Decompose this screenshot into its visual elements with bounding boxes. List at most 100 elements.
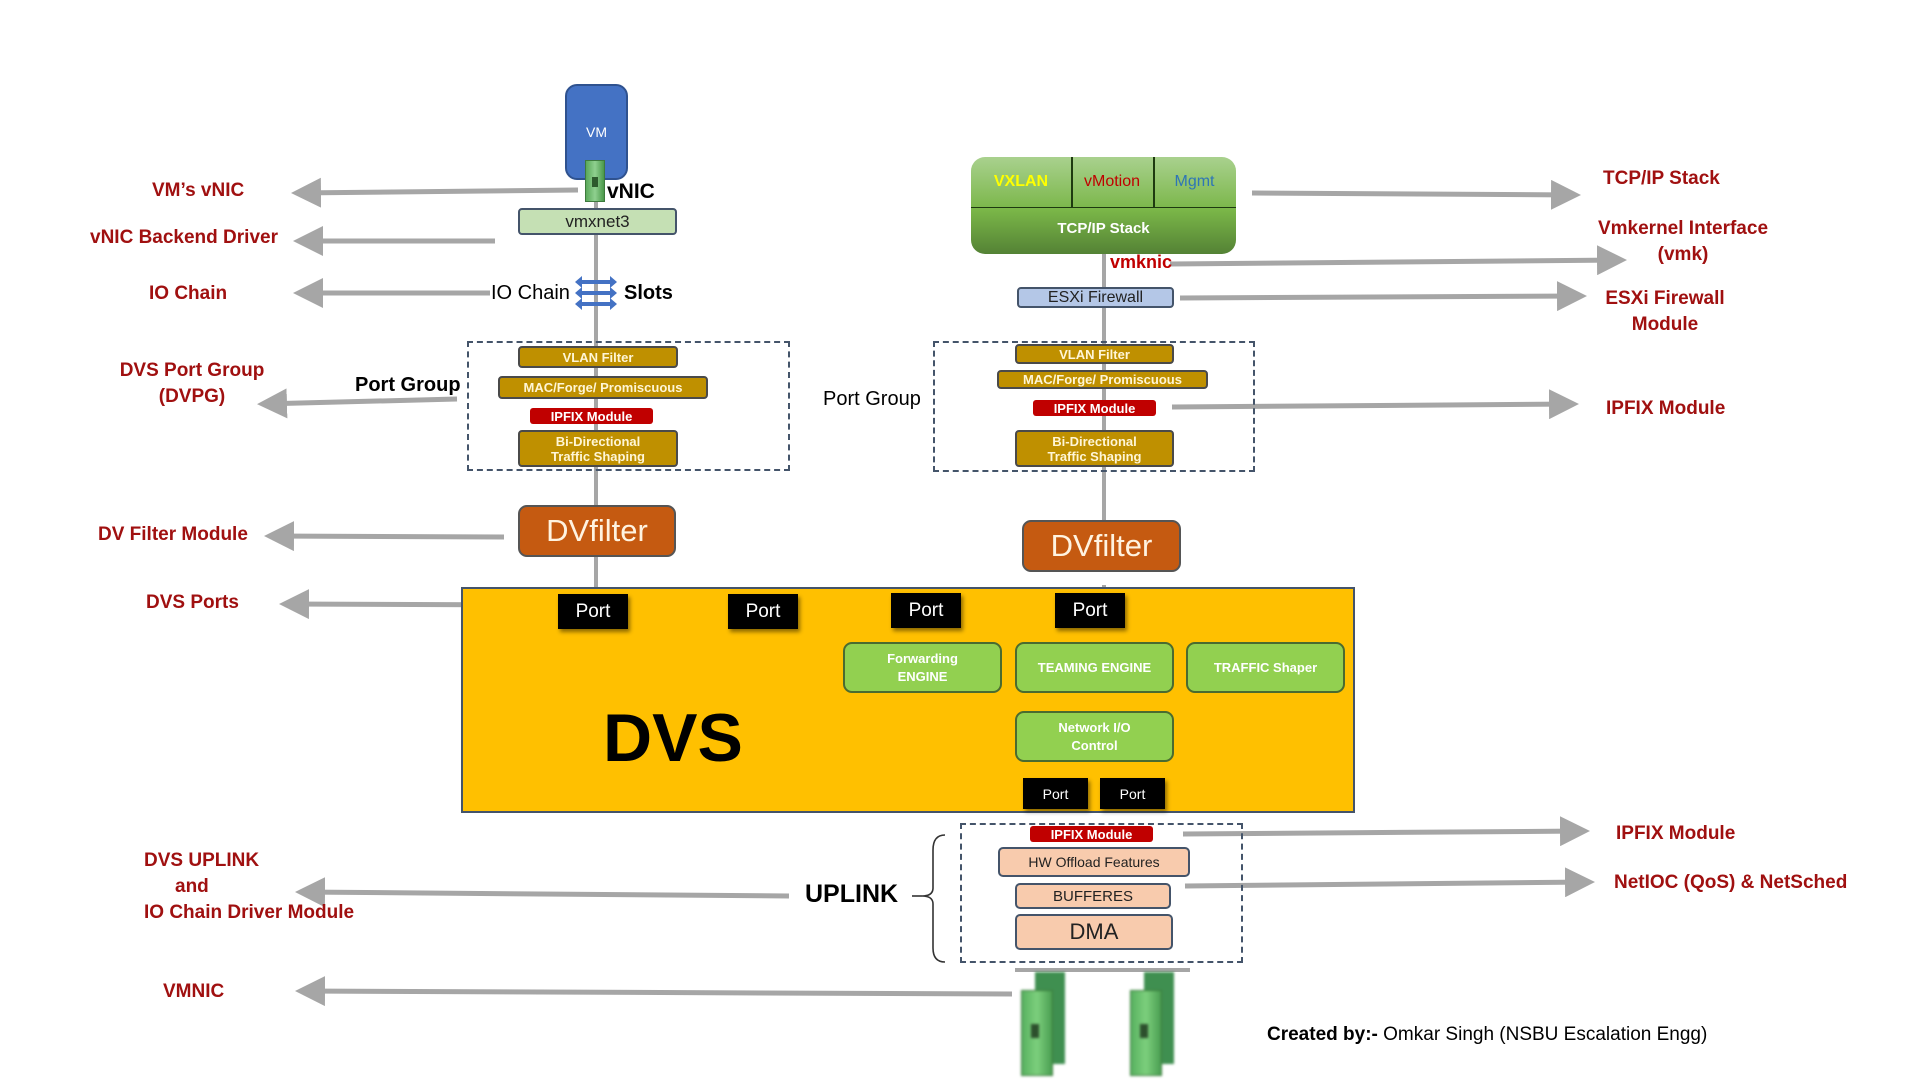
vmknic-label: vmknic: [1110, 252, 1173, 272]
vlan-filter-right: VLAN Filter: [1015, 344, 1174, 364]
hw-offload-label: HW Offload Features: [1028, 854, 1160, 870]
label-firewall-line2: Module: [1631, 314, 1699, 335]
traffic-shaping-left: Bi-Directional Traffic Shaping: [518, 430, 678, 467]
vm-label: VM: [586, 124, 607, 140]
mac-forge-label: MAC/Forge/ Promiscuous: [523, 380, 683, 395]
buffers-box: BUFFERES: [1015, 883, 1171, 909]
vmnic-card-icon-2: [1122, 972, 1202, 1076]
vmxnet3-label: vmxnet3: [565, 211, 630, 231]
arrow-tcpip: [1251, 179, 1581, 210]
label-dvs-uplink: DVS UPLINK and IO Chain Driver Module: [144, 848, 354, 926]
traffic-shaper-label: TRAFFIC Shaper: [1213, 659, 1318, 675]
ipfix-uplink: IPFIX Module: [1030, 826, 1153, 842]
label-esxi-firewall-module: ESXi Firewall Module: [1600, 286, 1730, 338]
vmnic-card-icon-1: [1013, 972, 1093, 1076]
dvfilter-label: DVfilter: [546, 513, 648, 548]
label-dvs-ports: DVS Ports: [146, 592, 239, 613]
io-chain-label: IO Chain: [491, 282, 570, 304]
dvs-port-2[interactable]: Port: [728, 594, 798, 629]
mac-forge-label: MAC/Forge/ Promiscuous: [1023, 372, 1182, 387]
mgmt-label: Mgmt: [1174, 173, 1215, 190]
traffic-shaping-right: Bi-Directional Traffic Shaping: [1015, 430, 1174, 467]
arrow-firewall: [1179, 281, 1587, 312]
nioc-line1: Network I/O: [1058, 719, 1131, 735]
buffers-label: BUFFERES: [1052, 887, 1133, 905]
mac-forge-right: MAC/Forge/ Promiscuous: [997, 370, 1208, 389]
ipfix-label: IPFIX Module: [1050, 826, 1133, 842]
ipfix-label: IPFIX Module: [550, 408, 633, 424]
uplink-port-1[interactable]: Port: [1023, 778, 1088, 809]
uplink-brace: [921, 834, 946, 963]
mac-forge-left: MAC/Forge/ Promiscuous: [498, 376, 708, 399]
dvs-port-3[interactable]: Port: [891, 593, 961, 628]
port-label: Port: [745, 600, 781, 622]
port-group-label-left: Port Group: [355, 374, 461, 396]
credit-prefix: Created by:-: [1267, 1024, 1378, 1045]
vnic-label: vNIC: [607, 180, 655, 203]
slots-arrows-icon: [575, 276, 617, 310]
label-dvpg-line1: DVS Port Group: [119, 360, 265, 381]
tcpip-stack-box: VXLAN vMotion Mgmt TCP/IP Stack: [971, 157, 1236, 254]
vlan-filter-label: VLAN Filter: [562, 349, 634, 365]
shaping-line1: Bi-Directional: [555, 433, 641, 449]
arrow-ipfix-top: [1171, 389, 1579, 420]
vlan-filter-left: VLAN Filter: [518, 346, 678, 368]
ipfix-left: IPFIX Module: [530, 408, 653, 424]
port-group-box-right: [933, 341, 1255, 472]
arrow-vmk: [1169, 245, 1627, 276]
arrow-vm-vnic: [291, 177, 579, 208]
dvfilter-label: DVfilter: [1050, 528, 1153, 563]
credit-name: Omkar Singh (NSBU Escalation Engg): [1383, 1024, 1708, 1045]
shaping-line2: Traffic Shaping: [551, 448, 645, 464]
credit-line: Created by:- Omkar Singh (NSBU Escalatio…: [1267, 1024, 1707, 1046]
port-label: Port: [1072, 599, 1108, 621]
dvfilter-left: DVfilter: [518, 505, 676, 557]
teaming-label: TEAMING ENGINE: [1037, 659, 1152, 675]
label-vmk-line1: Vmkernel Interface: [1597, 218, 1769, 239]
port-label: Port: [1119, 785, 1146, 802]
label-dvpg: DVS Port Group (DVPG): [110, 358, 274, 410]
vm-box: VM: [565, 84, 628, 180]
label-vmk-line2: (vmk): [1657, 244, 1709, 265]
dvs-port-1[interactable]: Port: [558, 594, 628, 629]
vnic-card-icon: [585, 160, 605, 202]
label-uplink-line2: and: [175, 876, 209, 897]
label-uplink-line1: DVS UPLINK: [144, 850, 260, 871]
network-io-control: Network I/O Control: [1015, 711, 1174, 762]
teaming-engine: TEAMING ENGINE: [1015, 642, 1174, 693]
label-io-chain: IO Chain: [149, 283, 228, 304]
forwarding-engine: Forwarding ENGINE: [843, 642, 1002, 693]
label-ipfix-top: IPFIX Module: [1606, 398, 1726, 419]
arrow-dvpg: [257, 388, 458, 419]
label-dvpg-line2: (DVPG): [158, 386, 226, 407]
arrow-vmnic: [295, 976, 1013, 1007]
dvfilter-right: DVfilter: [1022, 520, 1181, 572]
esxi-firewall-box: ESXi Firewall: [1017, 287, 1174, 308]
forwarding-line1: Forwarding: [887, 650, 958, 666]
uplink-label: UPLINK: [805, 880, 899, 908]
label-vm-vnic: VM’s vNIC: [152, 180, 245, 201]
uplink-port-2[interactable]: Port: [1100, 778, 1165, 809]
label-vnic-backend: vNIC Backend Driver: [90, 227, 278, 248]
vmotion-label: vMotion: [1083, 173, 1141, 190]
esxi-firewall-label: ESXi Firewall: [1047, 288, 1144, 306]
port-group-box-left: [467, 341, 790, 471]
port-label: Port: [575, 600, 611, 622]
traffic-shaper: TRAFFIC Shaper: [1186, 642, 1345, 693]
arrow-ipfix-bottom: [1182, 816, 1590, 847]
dvs-port-4[interactable]: Port: [1055, 593, 1125, 628]
label-firewall-line1: ESXi Firewall: [1605, 288, 1725, 309]
dvs-title: DVS: [603, 700, 743, 776]
shaping-line2: Traffic Shaping: [1047, 448, 1142, 464]
port-group-label-right: Port Group: [823, 388, 921, 410]
arrow-dv-filter: [264, 521, 505, 552]
label-uplink-line3: IO Chain Driver Module: [144, 902, 355, 923]
arrow-netioc: [1184, 867, 1595, 898]
port-label: Port: [1042, 785, 1069, 802]
label-tcpip-stack: TCP/IP Stack: [1603, 168, 1720, 189]
hw-offload-box: HW Offload Features: [998, 847, 1190, 877]
label-vmnic: VMNIC: [163, 981, 225, 1002]
tcpip-label: TCP/IP Stack: [1057, 220, 1150, 237]
forwarding-line2: ENGINE: [897, 668, 948, 684]
vmxnet3-box: vmxnet3: [518, 208, 677, 235]
